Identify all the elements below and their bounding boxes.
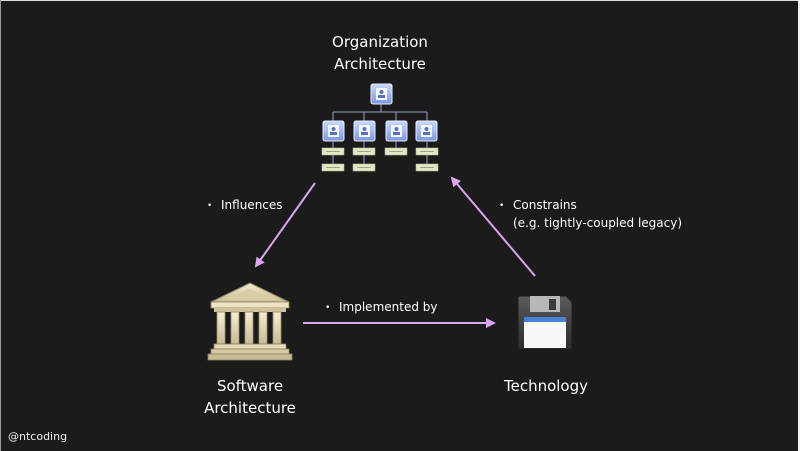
technology-title: Technology — [466, 375, 626, 397]
software-architecture-title: Software Architecture — [170, 375, 330, 419]
software-title-line2: Architecture — [204, 399, 296, 417]
implemented-by-bullet: • — [325, 303, 331, 313]
org-chart-icon — [321, 83, 439, 172]
influences-bullet: • — [207, 201, 213, 211]
constrains-example: (e.g. tightly-coupled legacy) — [513, 216, 683, 230]
influences-arrow — [254, 182, 316, 268]
implemented-by-text: Implemented by — [339, 300, 438, 314]
left-border — [0, 0, 1, 451]
organization-title-line1: Organization — [332, 33, 428, 51]
constrains-bullet: • — [499, 201, 505, 211]
technology-title-text: Technology — [503, 377, 589, 395]
author-handle: @ntcoding — [8, 430, 68, 443]
constrains-arrow — [450, 176, 536, 277]
implemented-by-label: • Implemented by — [325, 299, 437, 317]
influences-label: • Influences — [207, 197, 283, 215]
constrains-label: • Constrains (e.g. tightly-coupled legacy… — [499, 197, 682, 232]
constrains-text: Constrains — [513, 198, 577, 212]
organization-title-line2: Architecture — [334, 55, 426, 73]
floppy-disk-icon — [517, 295, 573, 350]
top-border — [0, 0, 800, 1]
software-title-line1: Software — [216, 377, 284, 395]
classical-building-icon — [207, 282, 293, 361]
influences-text: Influences — [221, 198, 283, 212]
right-border — [798, 0, 800, 451]
organization-architecture-title: Organization Architecture — [300, 31, 460, 75]
